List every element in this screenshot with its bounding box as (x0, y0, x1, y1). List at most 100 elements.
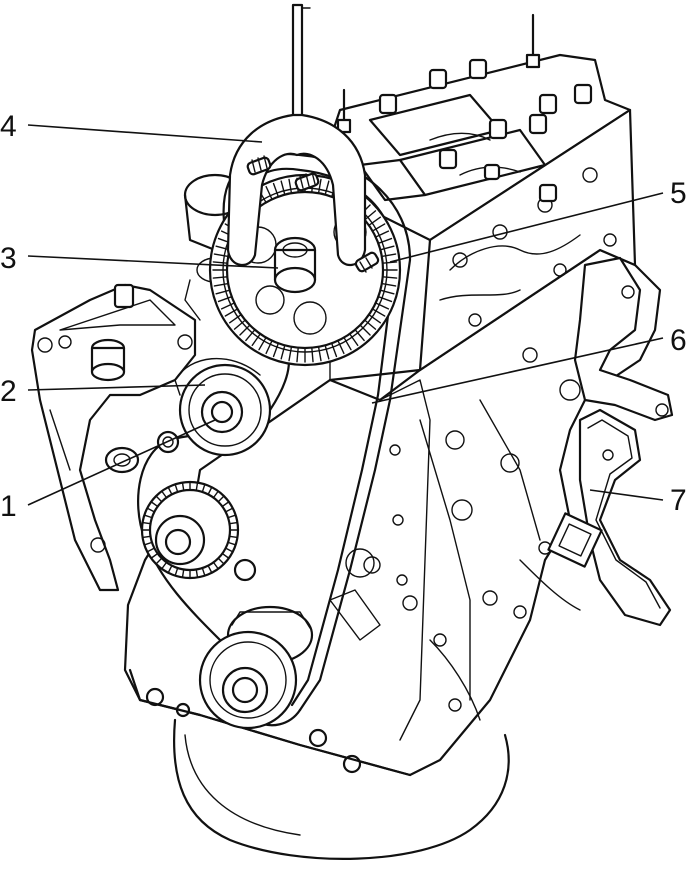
timing-cover-rear (379, 379, 431, 741)
gear-tooth (296, 347, 299, 363)
gear-tooth (374, 230, 390, 238)
gear-tooth (382, 276, 398, 279)
locking-tool (226, 3, 367, 266)
callout-4: 4 (0, 110, 17, 143)
gear-tooth (379, 245, 395, 251)
gear-tooth (354, 329, 365, 342)
gear-tooth (144, 541, 153, 546)
gear-tooth (337, 339, 345, 355)
rear-bracket (547, 256, 674, 627)
gear-tooth (251, 333, 261, 347)
leader-lines (27, 124, 664, 506)
gear-tooth (217, 496, 224, 503)
gear-tooth (272, 182, 280, 198)
gear-tooth (207, 487, 213, 496)
gear-tooth (195, 568, 199, 578)
callout-2: 2 (0, 375, 17, 408)
gear-tooth (217, 295, 233, 303)
gear-tooth (221, 501, 229, 508)
sprocket-teeth (212, 177, 398, 363)
crank-teeth (142, 482, 238, 578)
gear-tooth (181, 482, 185, 492)
gear-tooth (228, 314, 242, 324)
leader-line-4 (27, 124, 263, 143)
gear-tooth (151, 501, 159, 508)
gear-tooth (156, 496, 163, 503)
tensioner-bolt (104, 430, 180, 474)
gear-tooth (167, 487, 173, 496)
gear-tooth (280, 344, 286, 360)
locking-pin-left (246, 155, 272, 176)
callout-1: 1 (0, 490, 17, 523)
gear-tooth (212, 561, 219, 569)
gear-tooth (221, 552, 229, 559)
gear-tooth (217, 557, 224, 564)
gear-tooth (224, 308, 239, 317)
tensioner-pulley (174, 357, 272, 457)
gear-tooth (212, 261, 228, 264)
gear-tooth (239, 324, 251, 336)
gear-tooth (359, 324, 371, 336)
leader-line-3 (27, 255, 279, 269)
gear-tooth (147, 547, 156, 553)
callout-6: 6 (670, 324, 687, 357)
gear-tooth (144, 514, 153, 519)
gear-tooth (374, 302, 390, 310)
gear-tooth (265, 339, 273, 355)
gear-tooth (364, 319, 377, 330)
gear-tooth (174, 484, 179, 493)
gear-tooth (227, 541, 236, 546)
gear-tooth (212, 491, 219, 499)
gear-tooth (272, 342, 280, 358)
gear-tooth (181, 568, 185, 578)
oil-pan (173, 718, 510, 860)
gear-tooth (142, 521, 152, 525)
water-pump-pulley (198, 589, 381, 730)
gear-tooth (379, 289, 395, 295)
gear-tooth (213, 282, 229, 287)
setting-pin (354, 251, 380, 273)
gear-tooth (147, 507, 156, 513)
callout-labels: 1 2 3 4 5 6 7 (0, 110, 687, 523)
locking-pin-right (294, 171, 320, 192)
gear-tooth (224, 547, 233, 553)
gear-tooth (381, 253, 397, 258)
gear-tooth (174, 567, 179, 576)
leader-line-2 (27, 384, 206, 391)
gear-tooth (167, 564, 173, 573)
gear-tooth (227, 514, 236, 519)
gear-tooth (213, 253, 229, 258)
leader-line-1 (27, 419, 216, 506)
gear-tooth (317, 178, 322, 194)
gear-tooth (215, 289, 231, 295)
gear-tooth (368, 314, 382, 324)
gear-tooth (156, 557, 163, 564)
gear-tooth (265, 185, 273, 201)
gear-tooth (330, 342, 338, 358)
gear-tooth (228, 521, 238, 525)
leader-line-5 (389, 192, 664, 263)
gear-tooth (195, 482, 199, 492)
gear-tooth (201, 567, 206, 576)
gear-tooth (311, 347, 314, 363)
gear-tooth (343, 336, 352, 351)
gear-tooth (233, 319, 246, 330)
camshaft-bolt (273, 236, 317, 294)
gear-tooth (220, 302, 236, 310)
gear-tooth (371, 223, 386, 232)
gear-tooth (142, 535, 152, 539)
gear-tooth (324, 180, 330, 196)
gear-tooth (317, 346, 322, 362)
callout-3: 3 (0, 242, 17, 275)
gear-tooth (212, 276, 228, 279)
gear-tooth (151, 552, 159, 559)
gear-tooth (224, 507, 233, 513)
gear-tooth (349, 333, 359, 347)
gear-tooth (161, 561, 168, 569)
gear-tooth (161, 491, 168, 499)
leader-line-6 (371, 337, 664, 404)
gear-tooth (245, 329, 256, 342)
callout-5: 5 (670, 177, 687, 210)
gear-tooth (201, 484, 206, 493)
